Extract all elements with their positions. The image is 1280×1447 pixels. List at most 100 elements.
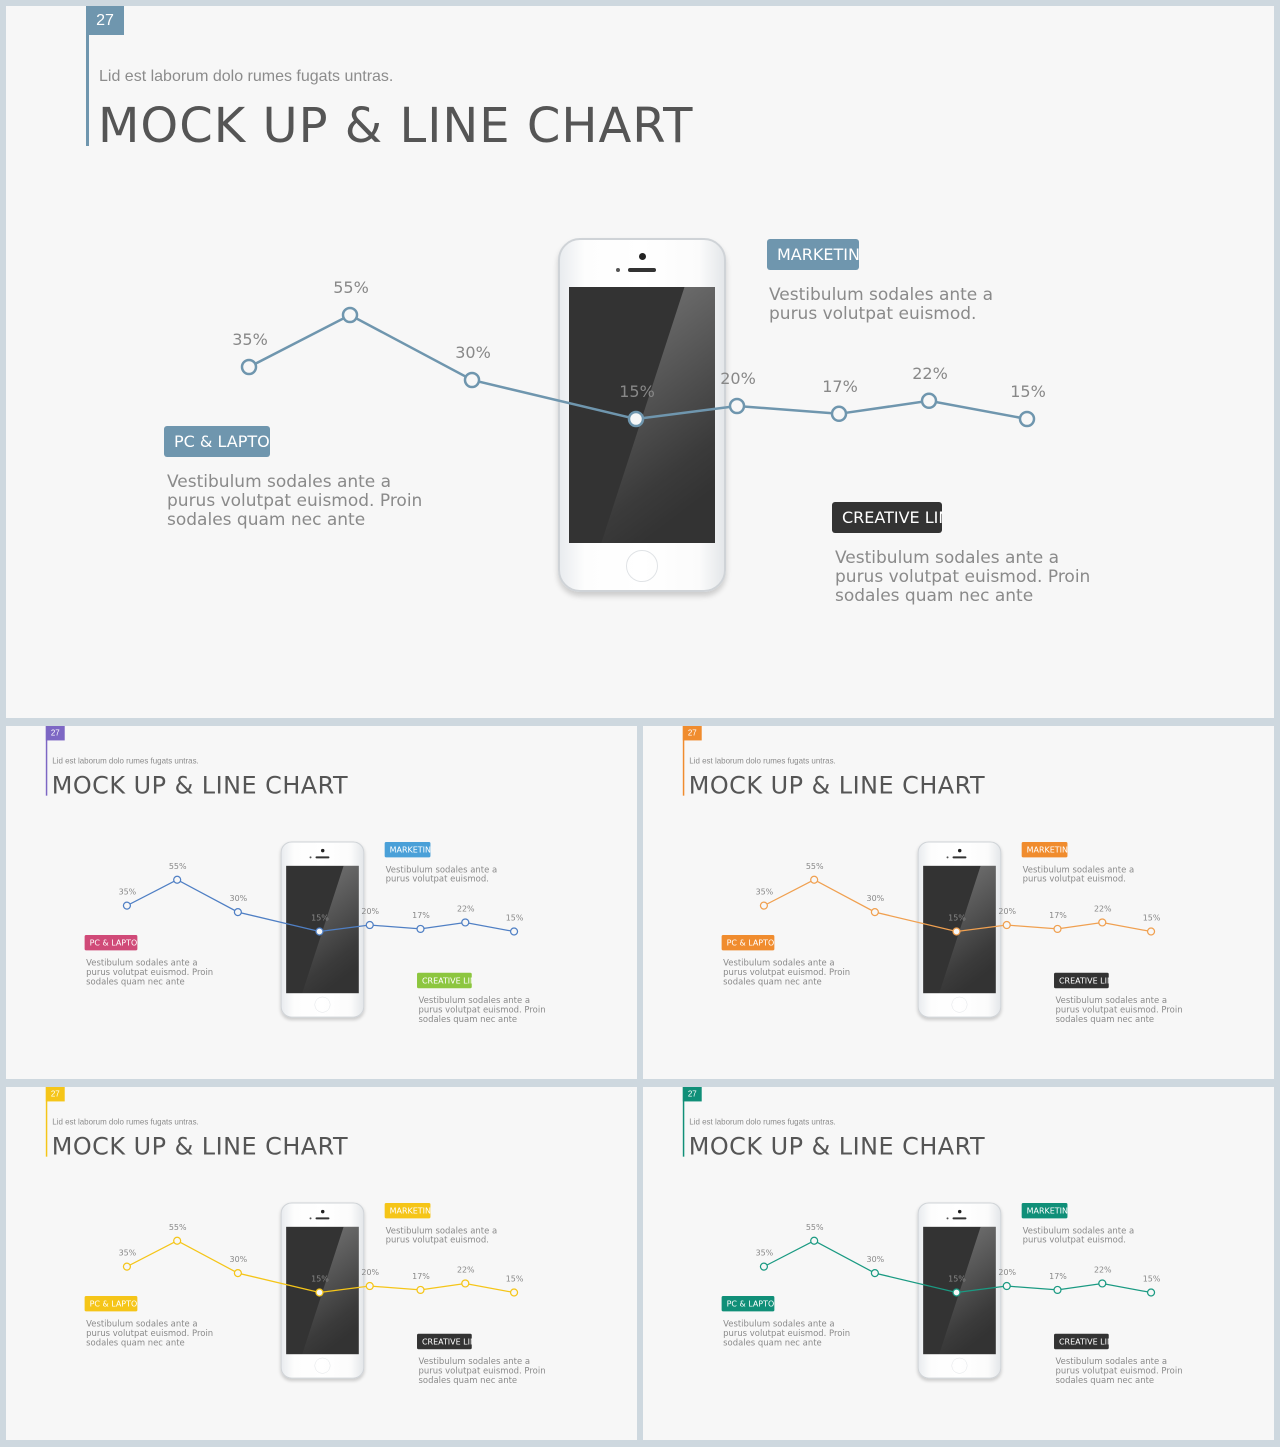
data-point <box>416 924 425 934</box>
data-label: 15% <box>619 382 655 401</box>
data-point <box>461 1279 470 1288</box>
data-point <box>1098 918 1107 927</box>
data-label: 22% <box>1094 1266 1112 1275</box>
tag-pc-laptop: PC & LAPTOP <box>84 934 138 951</box>
data-label: 17% <box>822 377 858 396</box>
data-point <box>173 1236 182 1245</box>
data-label: 15% <box>1143 914 1161 923</box>
slide-title: MOCK UP & LINE CHART <box>51 1132 349 1161</box>
tag-marketing: MARKETING <box>384 841 431 858</box>
data-point <box>810 1236 819 1245</box>
description-marketing: Vestibulum sodales ante a purus volutpat… <box>1022 864 1135 885</box>
description-creative-line: Vestibulum sodales ante a purus volutpat… <box>1055 995 1183 1025</box>
data-point <box>920 392 938 410</box>
page-number: 27 <box>682 1087 702 1102</box>
accent-line <box>86 6 89 146</box>
data-point <box>365 1281 374 1291</box>
data-point <box>728 397 746 415</box>
data-point <box>509 1288 519 1297</box>
data-label: 35% <box>232 330 268 349</box>
slide-title: MOCK UP & LINE CHART <box>688 1132 986 1161</box>
data-point <box>1002 920 1011 930</box>
description-creative-line: Vestibulum sodales ante a purus volutpat… <box>1055 1356 1183 1386</box>
data-label: 35% <box>119 1249 137 1258</box>
slide-subtitle: Lid est laborum dolo rumes fugats untras… <box>52 1117 199 1127</box>
slide-variant-orange[interactable]: 27 Lid est laborum dolo rumes fugats unt… <box>643 726 1274 1079</box>
tag-marketing: MARKETING <box>1021 1202 1068 1219</box>
data-point <box>509 927 519 936</box>
description-creative-line: Vestibulum sodales ante a purus volutpat… <box>835 548 1091 606</box>
phone-speaker-icon <box>315 1217 330 1220</box>
phone-camera-icon <box>639 253 646 260</box>
page-number: 27 <box>45 726 65 741</box>
phone-speaker-icon <box>628 268 656 272</box>
data-label: 15% <box>311 914 329 923</box>
data-label: 15% <box>506 914 524 923</box>
description-marketing: Vestibulum sodales ante a purus volutpat… <box>1022 1225 1135 1246</box>
data-label: 22% <box>912 364 948 383</box>
data-label: 15% <box>311 1275 329 1284</box>
description-creative-line: Vestibulum sodales ante a purus volutpat… <box>418 995 546 1025</box>
phone-sensor-icon <box>946 1217 949 1220</box>
data-point <box>240 358 258 376</box>
data-label: 15% <box>1143 1275 1161 1284</box>
accent-line <box>682 1087 685 1157</box>
tag-marketing: MARKETING <box>384 1202 431 1219</box>
tag-marketing: MARKETING <box>1021 841 1068 858</box>
page-number: 27 <box>682 726 702 741</box>
data-label: 55% <box>333 278 369 297</box>
data-label: 15% <box>506 1275 524 1284</box>
slide-subtitle: Lid est laborum dolo rumes fugats untras… <box>99 68 394 85</box>
data-label: 20% <box>998 1268 1016 1277</box>
accent-line <box>682 726 685 796</box>
slide-title: MOCK UP & LINE CHART <box>688 771 986 800</box>
tag-creative-line: CREATIVE LINE <box>1054 1333 1109 1350</box>
data-label: 35% <box>756 888 774 897</box>
description-pc-laptop: Vestibulum sodales ante a purus volutpat… <box>167 472 423 530</box>
data-point <box>759 901 769 910</box>
slide-subtitle: Lid est laborum dolo rumes fugats untras… <box>52 756 199 766</box>
data-point <box>810 875 819 884</box>
slide-title: MOCK UP & LINE CHART <box>98 98 694 154</box>
description-marketing: Vestibulum sodales ante a purus volutpat… <box>385 1225 498 1246</box>
description-marketing: Vestibulum sodales ante a purus volutpat… <box>769 285 994 324</box>
data-label: 30% <box>230 894 248 903</box>
series-line <box>763 1240 1152 1294</box>
slide-variant-purple[interactable]: 27 Lid est laborum dolo rumes fugats unt… <box>6 726 637 1079</box>
tag-creative-line: CREATIVE LINE <box>417 1333 472 1350</box>
data-label: 30% <box>455 343 491 362</box>
data-point <box>122 1262 132 1271</box>
slide-variant-yellow[interactable]: 27 Lid est laborum dolo rumes fugats unt… <box>6 1087 637 1440</box>
phone-home-button-icon <box>951 996 968 1013</box>
data-point <box>1002 1281 1011 1291</box>
data-point <box>1098 1279 1107 1288</box>
slide-main: 27 Lid est laborum dolo rumes fugats unt… <box>6 6 1274 718</box>
data-point <box>1146 1288 1156 1297</box>
line-chart: 35%55%30%15%20%17%22%15% <box>119 862 524 936</box>
data-point <box>365 920 374 930</box>
phone-sensor-icon <box>616 268 620 272</box>
description-pc-laptop: Vestibulum sodales ante a purus volutpat… <box>86 1318 214 1348</box>
slide-subtitle: Lid est laborum dolo rumes fugats untras… <box>689 1117 836 1127</box>
data-label: 55% <box>169 862 187 871</box>
data-label: 30% <box>867 1255 885 1264</box>
tag-pc-laptop: PC & LAPTOP <box>84 1295 138 1312</box>
phone-speaker-icon <box>315 856 330 859</box>
data-point <box>416 1285 425 1295</box>
data-label: 30% <box>867 894 885 903</box>
phone-speaker-icon <box>952 1217 967 1220</box>
phone-camera-icon <box>320 848 325 853</box>
tag-creative-line: CREATIVE LINE <box>417 972 472 989</box>
slide-variant-teal[interactable]: 27 Lid est laborum dolo rumes fugats unt… <box>643 1087 1274 1440</box>
data-label: 22% <box>457 905 475 914</box>
phone-home-button-icon <box>314 1357 331 1374</box>
tag-creative-line: CREATIVE LINE <box>1054 972 1109 989</box>
data-label: 20% <box>361 1268 379 1277</box>
data-label: 20% <box>998 907 1016 916</box>
data-label: 35% <box>119 888 137 897</box>
phone-camera-icon <box>320 1209 325 1214</box>
data-point <box>952 1288 961 1297</box>
phone-speaker-icon <box>952 856 967 859</box>
tag-marketing: MARKETING <box>767 239 859 270</box>
data-label: 20% <box>720 369 756 388</box>
